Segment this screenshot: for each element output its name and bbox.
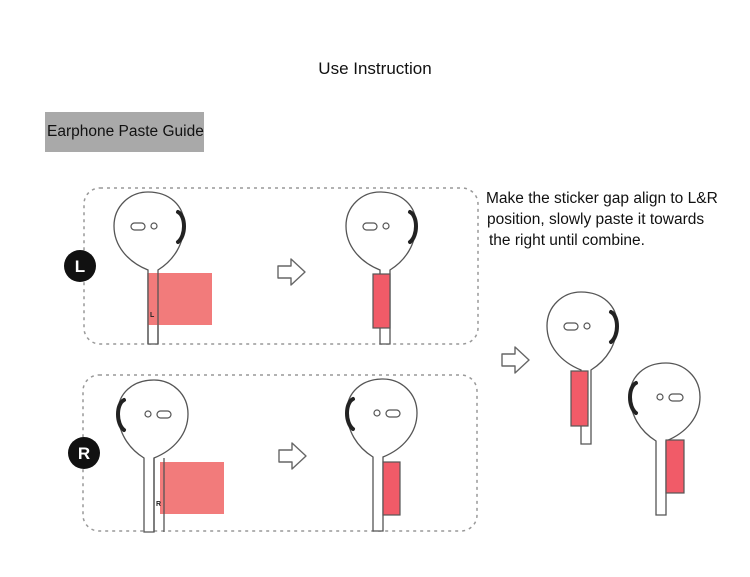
right-arrow-icon bbox=[278, 442, 307, 470]
left-earbud-before: L bbox=[112, 190, 212, 346]
right-earbud-before: R bbox=[116, 378, 224, 534]
guide-label-text: Earphone Paste Guide bbox=[47, 123, 204, 140]
right-side-panel bbox=[82, 374, 478, 532]
combined-right-earbud bbox=[628, 361, 702, 517]
page-title: Use Instruction bbox=[318, 59, 432, 78]
left-stem-mark: L bbox=[150, 312, 155, 319]
right-badge-text: R bbox=[78, 444, 90, 463]
right-stem-mark: R bbox=[156, 501, 161, 508]
instruction-line-2: position, slowly paste it towards bbox=[487, 211, 705, 228]
instruction-line-3: the right until combine. bbox=[489, 232, 645, 249]
guide-label: Earphone Paste Guide bbox=[45, 112, 204, 152]
left-earbud-after bbox=[344, 190, 418, 346]
combined-left-earbud bbox=[545, 290, 619, 446]
left-side-panel bbox=[83, 187, 479, 345]
instruction-text: Make the sticker gap align to L&R positi… bbox=[486, 188, 748, 251]
right-arrow-icon bbox=[277, 258, 306, 286]
left-badge: L bbox=[64, 250, 96, 282]
right-badge: R bbox=[68, 437, 100, 469]
right-arrow-icon bbox=[501, 346, 530, 374]
instruction-line-1: Make the sticker gap align to L&R bbox=[486, 190, 718, 207]
right-earbud-after bbox=[345, 377, 419, 533]
left-badge-text: L bbox=[75, 257, 85, 276]
